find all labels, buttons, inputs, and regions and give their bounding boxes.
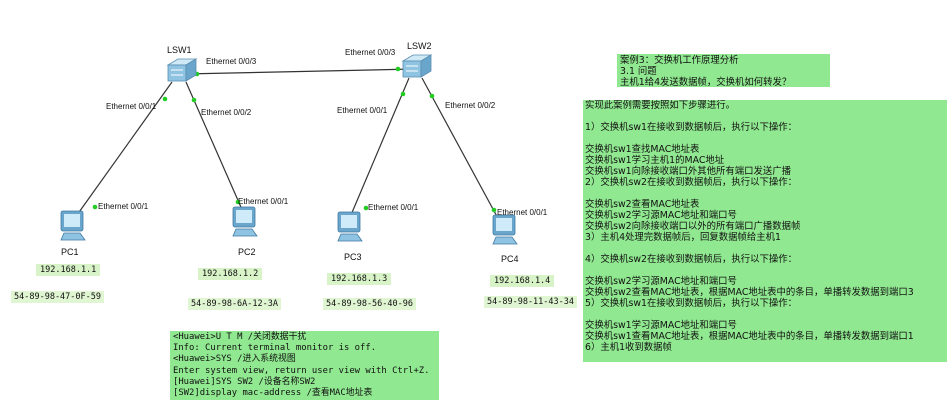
step-line: 交换机sw1查找MAC地址表 (585, 144, 700, 155)
pc-label-pc3: PC3 (344, 252, 362, 262)
step-line: 交换机sw2学习源MAC地址和端口号 (585, 210, 737, 221)
port-dot (162, 96, 168, 102)
cli-line: Info: Current terminal monitor is off. (173, 343, 377, 354)
cli-line: <Huawei>SYS /进入系统视图 (173, 354, 296, 365)
cli-note: <Huawei>U T M /关闭数据干扰 Info: Current term… (170, 331, 439, 400)
step-line: 实现此案例需要按照如下步骤进行。 (585, 100, 736, 111)
port-dot (395, 66, 401, 72)
port-dot (235, 199, 241, 205)
port-label: Ethernet 0/0/1 (368, 203, 419, 212)
link-lsw2-pc4 (421, 77, 501, 223)
port-label: Ethernet 0/0/3 (206, 57, 257, 66)
switch-icon[interactable] (401, 53, 433, 81)
port-dot (363, 205, 369, 211)
step-line: 交换机sw1学习源MAC地址和端口号 (585, 320, 737, 331)
port-dot (491, 207, 497, 213)
port-dot (400, 91, 406, 97)
step-line: 交换机sw1查看MAC地址表，根据MAC地址表中的条目，单播转发数据到端口1 (585, 331, 914, 342)
step-line: 2）交换机sw2在接收到数据帧后，执行以下操作： (585, 177, 797, 188)
link-lsw1-lsw2 (183, 68, 416, 75)
step-line: 交换机sw1向除接收端口外其他所有端口发送广播 (585, 166, 792, 177)
pc3-ip: 192.168.1.3 (327, 273, 392, 285)
step-line (585, 111, 947, 122)
step-line: 交换机sw2查看MAC地址表，根据MAC地址表中的条目，单播转发数据到端口3 (585, 287, 914, 298)
step-line: 交换机sw2查看MAC地址表 (585, 199, 700, 210)
port-label: Ethernet 0/0/1 (106, 102, 157, 111)
step-line: 交换机sw2学习源MAC地址和端口号 (585, 276, 737, 287)
port-dot (191, 97, 197, 103)
link-lsw2-pc3 (347, 77, 410, 223)
port-label: Ethernet 0/0/3 (345, 48, 396, 57)
cli-line: [SW2]display mac-address /查看MAC地址表 (173, 388, 373, 399)
step-line: 交换机sw1学习主机1的MAC地址 (585, 155, 725, 166)
port-dot (429, 93, 435, 99)
pc2-mac: 54-89-98-6A-12-3A (188, 298, 281, 310)
step-line: 1）交换机sw1在接收到数据帧后，执行以下操作： (585, 122, 797, 133)
port-label: Ethernet 0/0/2 (445, 101, 496, 110)
switch-label-lsw1: LSW1 (167, 45, 192, 55)
pc2-ip: 192.168.1.2 (198, 268, 263, 280)
pc4-mac: 54-89-98-11-43-34 (484, 296, 577, 308)
step-line (585, 188, 947, 199)
port-label: Ethernet 0/0/1 (337, 106, 388, 115)
pc1-ip: 192.168.1.1 (36, 264, 101, 276)
steps-note: 实现此案例需要按照如下步骤进行。 1）交换机sw1在接收到数据帧后，执行以下操作… (583, 100, 947, 362)
pc-label-pc2: PC2 (238, 247, 256, 257)
cli-line: Enter system view, return user view with… (173, 365, 430, 376)
link-lsw1-pc2 (185, 81, 245, 215)
step-line: 6）主机1收到数据帧 (585, 342, 672, 353)
pc-label-pc1: PC1 (61, 247, 79, 257)
link-lsw1-pc1 (71, 81, 173, 223)
switch-icon[interactable] (166, 57, 198, 85)
step-line: 5）交换机sw1在接收到数据帧后，执行以下操作： (585, 298, 797, 309)
pc-icon[interactable] (490, 213, 520, 247)
port-label: Ethernet 0/0/1 (98, 202, 149, 211)
pc1-mac: 54-89-98-47-0F-59 (11, 291, 104, 303)
step-line: 交换机sw2向除接收端口以外的所有端口广播数据帧 (585, 221, 801, 232)
step-line (585, 309, 947, 320)
cli-line: [Huawei]SYS SW2 /设备名称SW2 (173, 376, 316, 387)
note-line: 主机1给4发送数据帧，交换机如何转发？ (620, 77, 792, 88)
port-label: Ethernet 0/0/2 (201, 108, 252, 117)
step-line (585, 243, 947, 254)
pc-icon[interactable] (58, 209, 88, 243)
pc-label-pc4: PC4 (501, 254, 519, 264)
note-line: 3.1 问题 (620, 66, 657, 77)
step-line (585, 265, 947, 276)
switch-label-lsw2: LSW2 (407, 41, 432, 51)
step-line: 3）主机4处理完数据帧后，回复数据帧给主机1 (585, 232, 782, 243)
port-dot (92, 204, 98, 210)
pc3-mac: 54-89-98-56-40-96 (323, 298, 416, 310)
case-note: 案例3：交换机工作原理分析 3.1 问题 主机1给4发送数据帧，交换机如何转发？ (617, 54, 830, 88)
note-line: 案例3：交换机工作原理分析 (620, 55, 739, 66)
cli-line: <Huawei>U T M /关闭数据干扰 (173, 332, 307, 342)
port-label: Ethernet 0/0/1 (497, 208, 548, 217)
step-line: 4）交换机sw2在接收到数据帧后，执行以下操作： (585, 254, 797, 265)
pc-icon[interactable] (335, 210, 365, 244)
pc4-ip: 192.168.1.4 (490, 275, 555, 287)
step-line (585, 133, 947, 144)
pc-icon[interactable] (230, 205, 260, 239)
port-label: Ethernet 0/0/1 (238, 197, 289, 206)
